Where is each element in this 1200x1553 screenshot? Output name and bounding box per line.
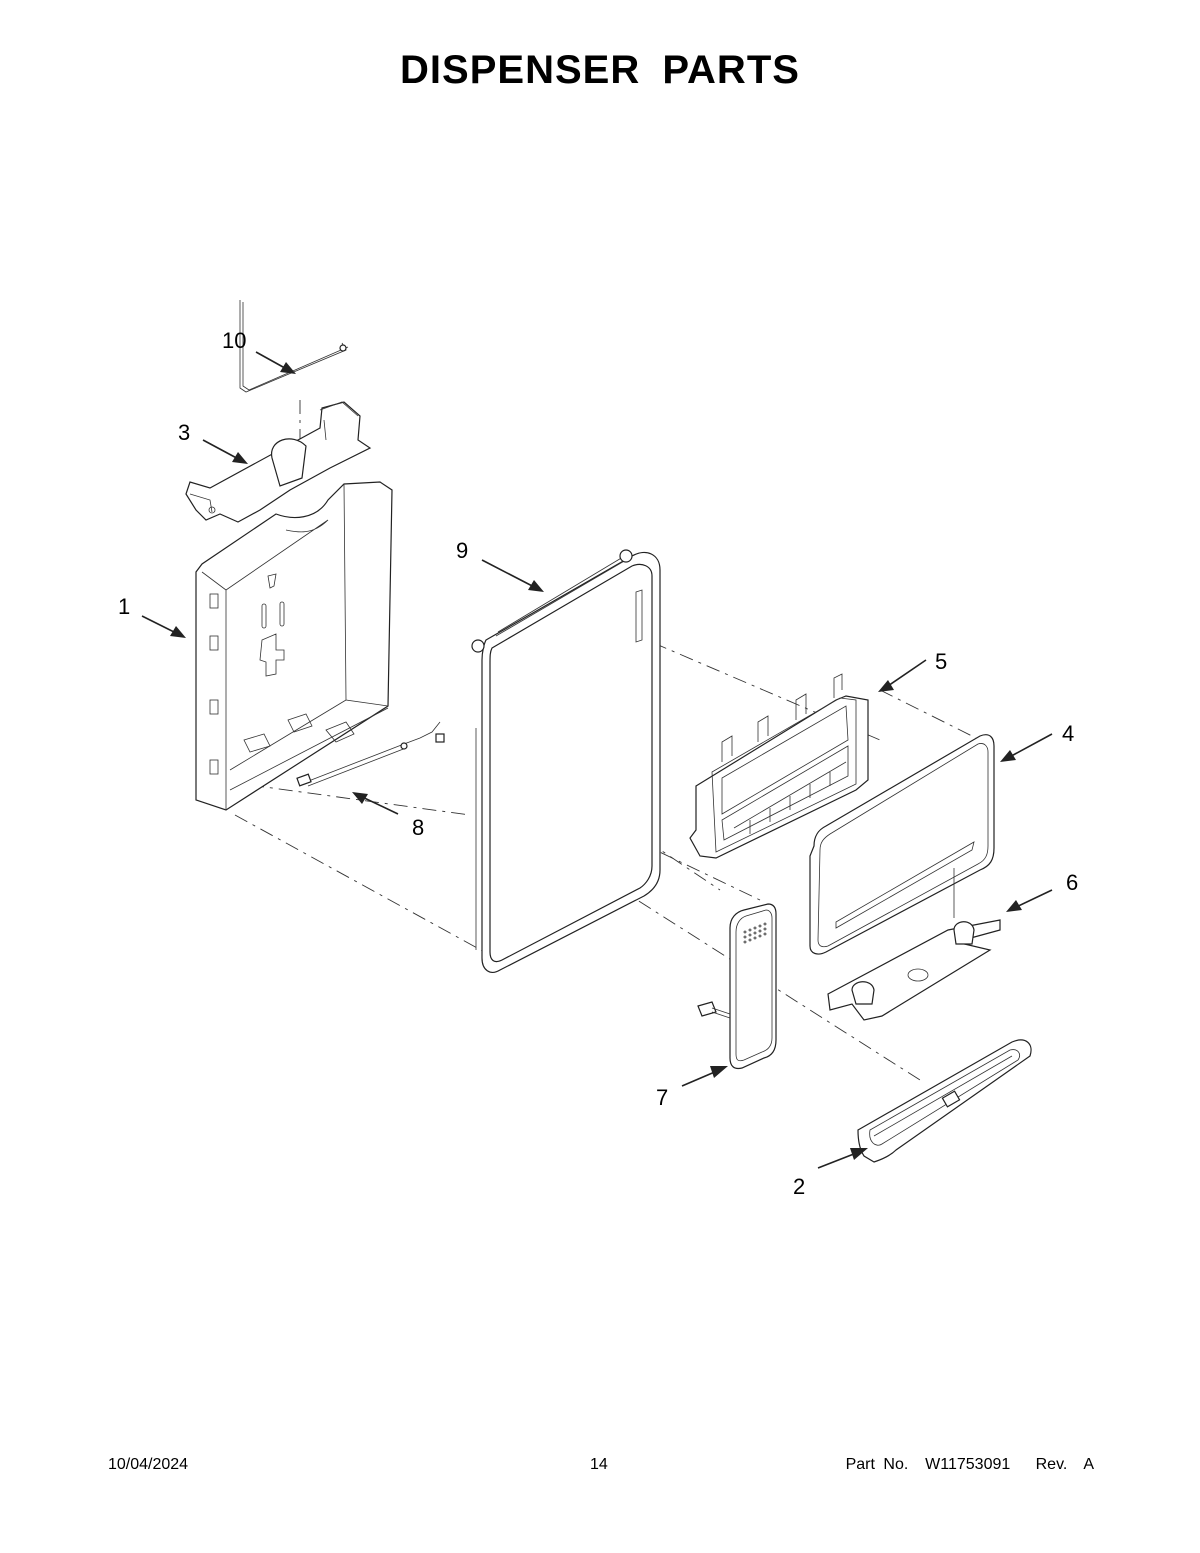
callout-4: 4 <box>1062 721 1075 746</box>
part-3-bracket <box>185 401 372 523</box>
part-10-rod <box>239 300 349 393</box>
part-9-frame <box>471 549 661 973</box>
footer-part-number: Part No. W11753091 Rev. A <box>845 1456 1094 1473</box>
part-7-paddle <box>697 903 777 1070</box>
part-1-housing <box>195 481 393 811</box>
part-8-wire-harness <box>296 721 445 787</box>
footer-date: 10/04/2024 <box>108 1456 189 1473</box>
callout-3: 3 <box>178 420 191 445</box>
part-4-cover-panel <box>809 734 995 955</box>
page-title: DISPENSER PARTS <box>400 48 800 92</box>
part-5-control-module <box>689 673 869 859</box>
callout-2: 2 <box>793 1174 806 1199</box>
part-6-lower-bracket <box>827 868 1001 1021</box>
callout-8: 8 <box>412 815 425 840</box>
callout-1: 1 <box>118 594 131 619</box>
callout-10: 10 <box>222 328 247 353</box>
footer-page-number: 14 <box>590 1456 608 1473</box>
callout-5: 5 <box>935 649 948 674</box>
part-2-drip-tray <box>857 1039 1032 1163</box>
callout-9: 9 <box>456 538 469 563</box>
callout-7: 7 <box>656 1085 669 1110</box>
callout-arrows <box>141 351 1053 1169</box>
callout-6: 6 <box>1066 870 1079 895</box>
